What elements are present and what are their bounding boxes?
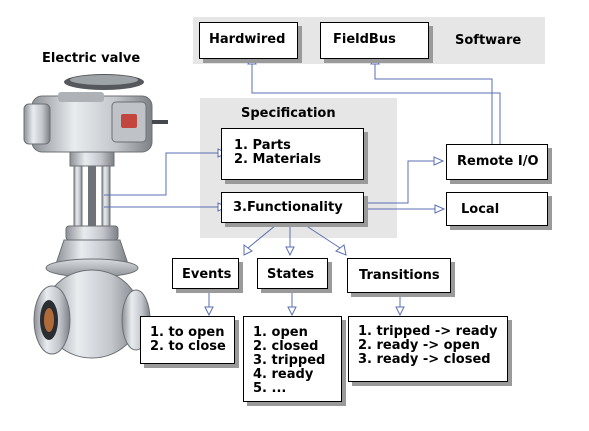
specification-title: Specification	[241, 106, 336, 121]
states-title: States	[267, 267, 315, 282]
events-title: Events	[182, 267, 232, 282]
functionality-label: 3.Functionality	[233, 200, 343, 215]
states-item: 4. ready	[253, 367, 314, 382]
transitions-item: 1. tripped -> ready	[358, 324, 498, 339]
transitions-header-box: Transitions	[347, 258, 451, 293]
transitions-list-box: 1. tripped -> ready 2. ready -> open 3. …	[348, 316, 508, 382]
fieldbus-box: FieldBus	[320, 22, 429, 59]
states-item: 3. tripped	[253, 353, 326, 368]
hardwired-box: Hardwired	[199, 22, 298, 59]
states-header-box: States	[257, 258, 328, 289]
transitions-title: Transitions	[359, 268, 440, 283]
hardwired-label: Hardwired	[209, 32, 286, 47]
parts-line: 1. Parts	[234, 138, 291, 153]
states-item: 1. open	[253, 325, 308, 340]
events-list-box: 1. to open 2. to close	[140, 316, 235, 364]
transitions-item: 3. ready -> closed	[358, 352, 491, 367]
transitions-item: 2. ready -> open	[358, 338, 480, 353]
states-list-box: 1. open 2. closed 3. tripped 4. ready 5.…	[243, 316, 342, 402]
functionality-box: 3.Functionality	[221, 192, 364, 223]
parts-materials-box: 1. Parts 2. Materials	[221, 128, 364, 180]
software-title: Software	[455, 33, 522, 48]
states-item: 5. ...	[253, 381, 287, 396]
local-label: Local	[461, 202, 500, 217]
materials-line: 2. Materials	[234, 152, 322, 167]
valve-title: Electric valve	[42, 51, 141, 66]
states-item: 2. closed	[253, 339, 319, 354]
remote-io-box: Remote I/O	[446, 144, 548, 180]
local-box: Local	[446, 192, 548, 226]
electric-valve-image	[23, 74, 168, 359]
events-header-box: Events	[172, 258, 239, 289]
fieldbus-label: FieldBus	[333, 32, 396, 47]
events-item: 1. to open	[150, 325, 225, 340]
remote-io-label: Remote I/O	[457, 154, 539, 169]
events-item: 2. to close	[150, 339, 226, 354]
